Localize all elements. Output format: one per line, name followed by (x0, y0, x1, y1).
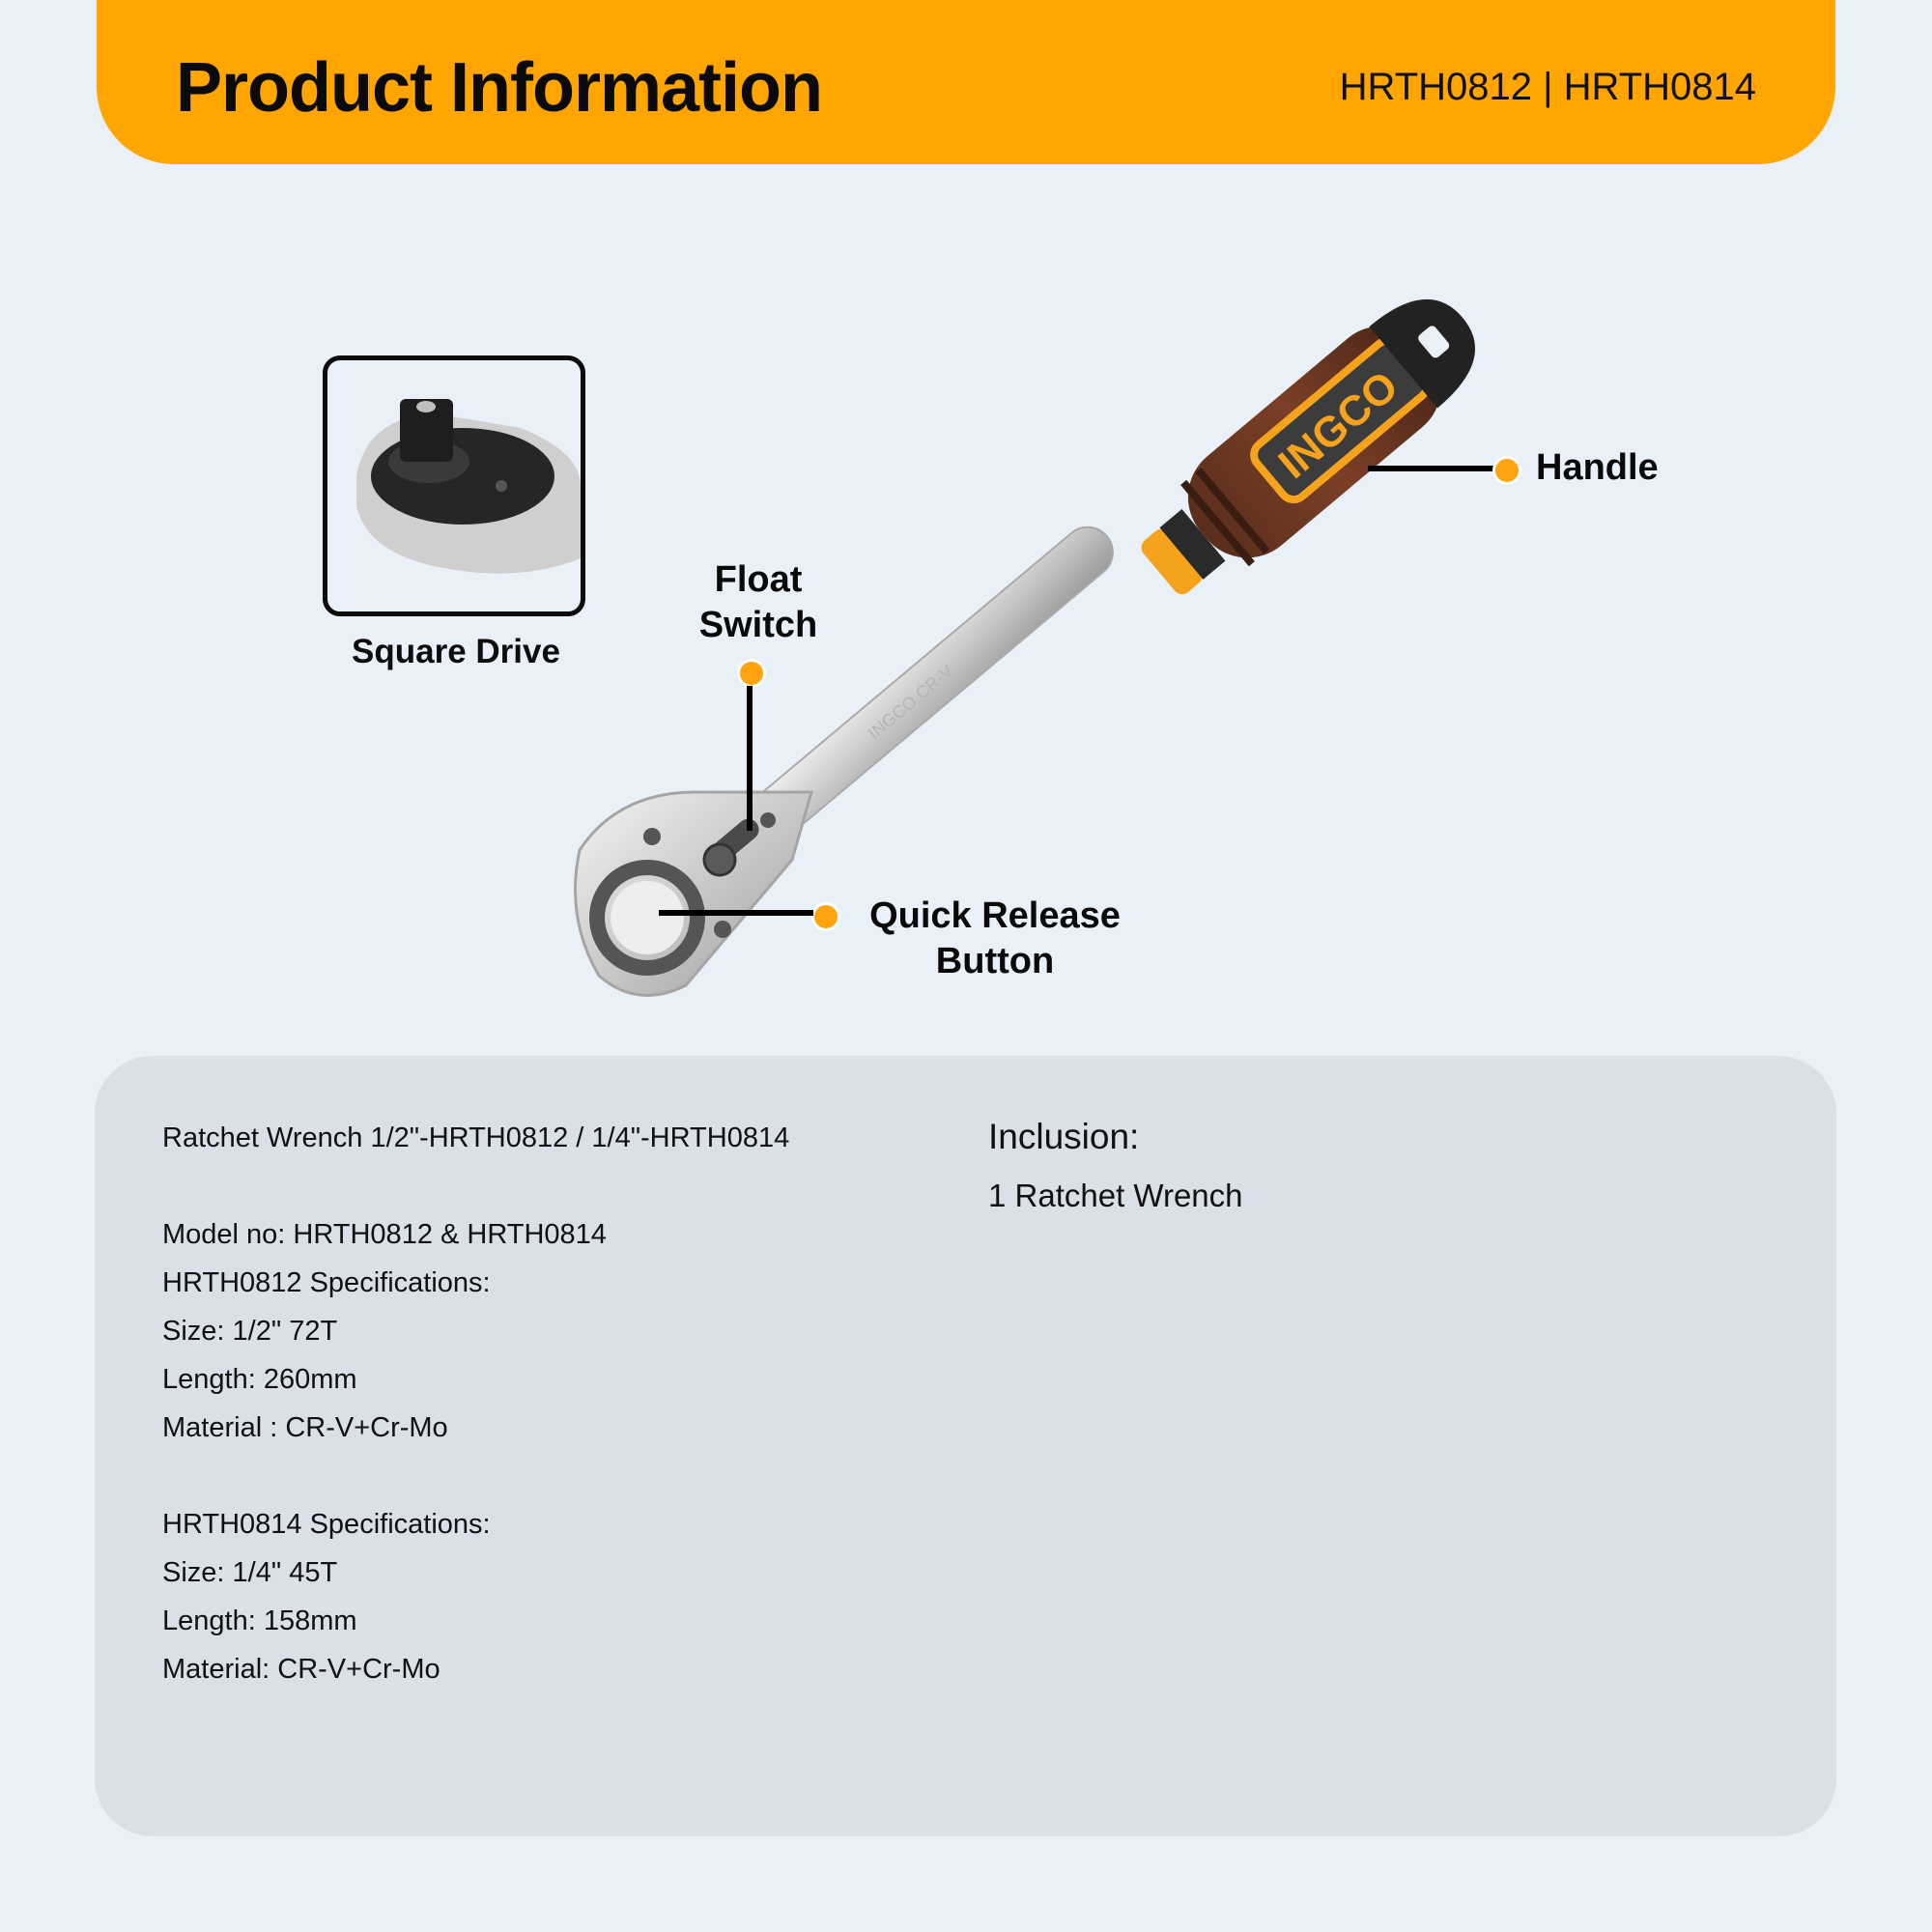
ratchet-wrench-illustration: INGCO CR-V INGCO (574, 298, 1475, 997)
float-switch-label: Float Switch (698, 559, 818, 645)
wrench-head (574, 790, 813, 997)
handle-leader-line (1368, 466, 1493, 471)
product-details-panel: Ratchet Wrench 1/2"-HRTH0812 / 1/4"-HRTH… (95, 1056, 1836, 1836)
square-drive-label: Square Drive (352, 633, 560, 670)
hrth0812-material: Material : CR-V+Cr-Mo (162, 1412, 448, 1443)
quick-release-label: Quick Release Button (869, 895, 1121, 981)
specifications-column: Ratchet Wrench 1/2"-HRTH0812 / 1/4"-HRTH… (162, 1114, 916, 1693)
hrth0812-length: Length: 260mm (162, 1364, 357, 1395)
inclusion-item: 1 Ratchet Wrench (988, 1178, 1243, 1213)
inclusion-title: Inclusion: (988, 1117, 1140, 1156)
square-drive-closeup (356, 399, 581, 574)
product-title-line: Ratchet Wrench 1/2"-HRTH0812 / 1/4"-HRTH… (162, 1122, 790, 1153)
quick-release-dot (811, 902, 840, 931)
handle-label: Handle (1536, 447, 1659, 488)
model-numbers: HRTH0812 | HRTH0814 (1339, 66, 1756, 108)
square-drive-inset (323, 355, 585, 616)
float-switch-dot (737, 659, 766, 688)
model-line: Model no: HRTH0812 & HRTH0814 (162, 1219, 607, 1250)
hrth0812-heading: HRTH0812 Specifications: (162, 1267, 491, 1298)
quick-release-leader-line (659, 910, 813, 916)
hrth0814-heading: HRTH0814 Specifications: (162, 1509, 491, 1540)
header-banner: Product Information HRTH0812 | HRTH0814 (97, 0, 1835, 164)
hrth0814-material: Material: CR-V+Cr-Mo (162, 1654, 440, 1685)
float-switch-leader-line (747, 686, 753, 831)
hrth0814-size: Size: 1/4" 45T (162, 1557, 338, 1588)
page-title: Product Information (176, 49, 823, 127)
hrth0814-length: Length: 158mm (162, 1605, 357, 1636)
wrench-handle: INGCO (1141, 298, 1475, 595)
hrth0812-size: Size: 1/2" 72T (162, 1316, 338, 1347)
handle-dot (1492, 456, 1521, 485)
inclusion-column: Inclusion: 1 Ratchet Wrench (988, 1109, 1664, 1223)
